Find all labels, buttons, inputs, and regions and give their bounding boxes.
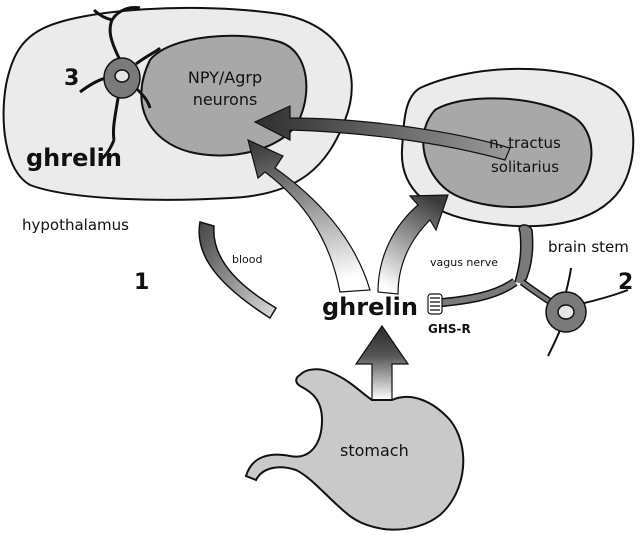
solitarius-label: solitarius: [490, 158, 560, 176]
brain-stem-label: brain stem: [548, 238, 629, 256]
vagus-nerve: [436, 224, 629, 357]
arrow-ghrelin-to-brainstem: [377, 194, 449, 295]
arrow-stomach-to-ghrelin: [354, 324, 410, 401]
blood-label: blood: [232, 253, 263, 266]
marker-1: 1: [134, 270, 150, 295]
ghs-r-label: GHS-R: [428, 322, 471, 336]
vagus-nerve-label: vagus nerve: [430, 256, 498, 269]
ghs-r-receptor: [427, 293, 443, 315]
ghrelin-center-label: ghrelin: [322, 293, 418, 321]
arrow-nts-to-npy: [253, 105, 511, 161]
hypothalamus-label: hypothalamus: [22, 216, 129, 234]
marker-3: 3: [64, 66, 80, 91]
blood-vessel: [198, 221, 278, 320]
npy-agrp-label: NPY/Agrp: [187, 68, 263, 87]
ghrelin-brain-label: ghrelin: [26, 144, 122, 172]
arrow-ghrelin-to-hypothalamus: [247, 138, 371, 293]
n-tractus-label: n. tractus: [489, 134, 561, 152]
stomach-label: stomach: [340, 441, 409, 460]
marker-2: 2: [618, 270, 634, 295]
stomach-shape: [244, 368, 465, 531]
neurons-label: neurons: [192, 90, 258, 109]
hypothalamic-neuron: [79, 6, 162, 162]
